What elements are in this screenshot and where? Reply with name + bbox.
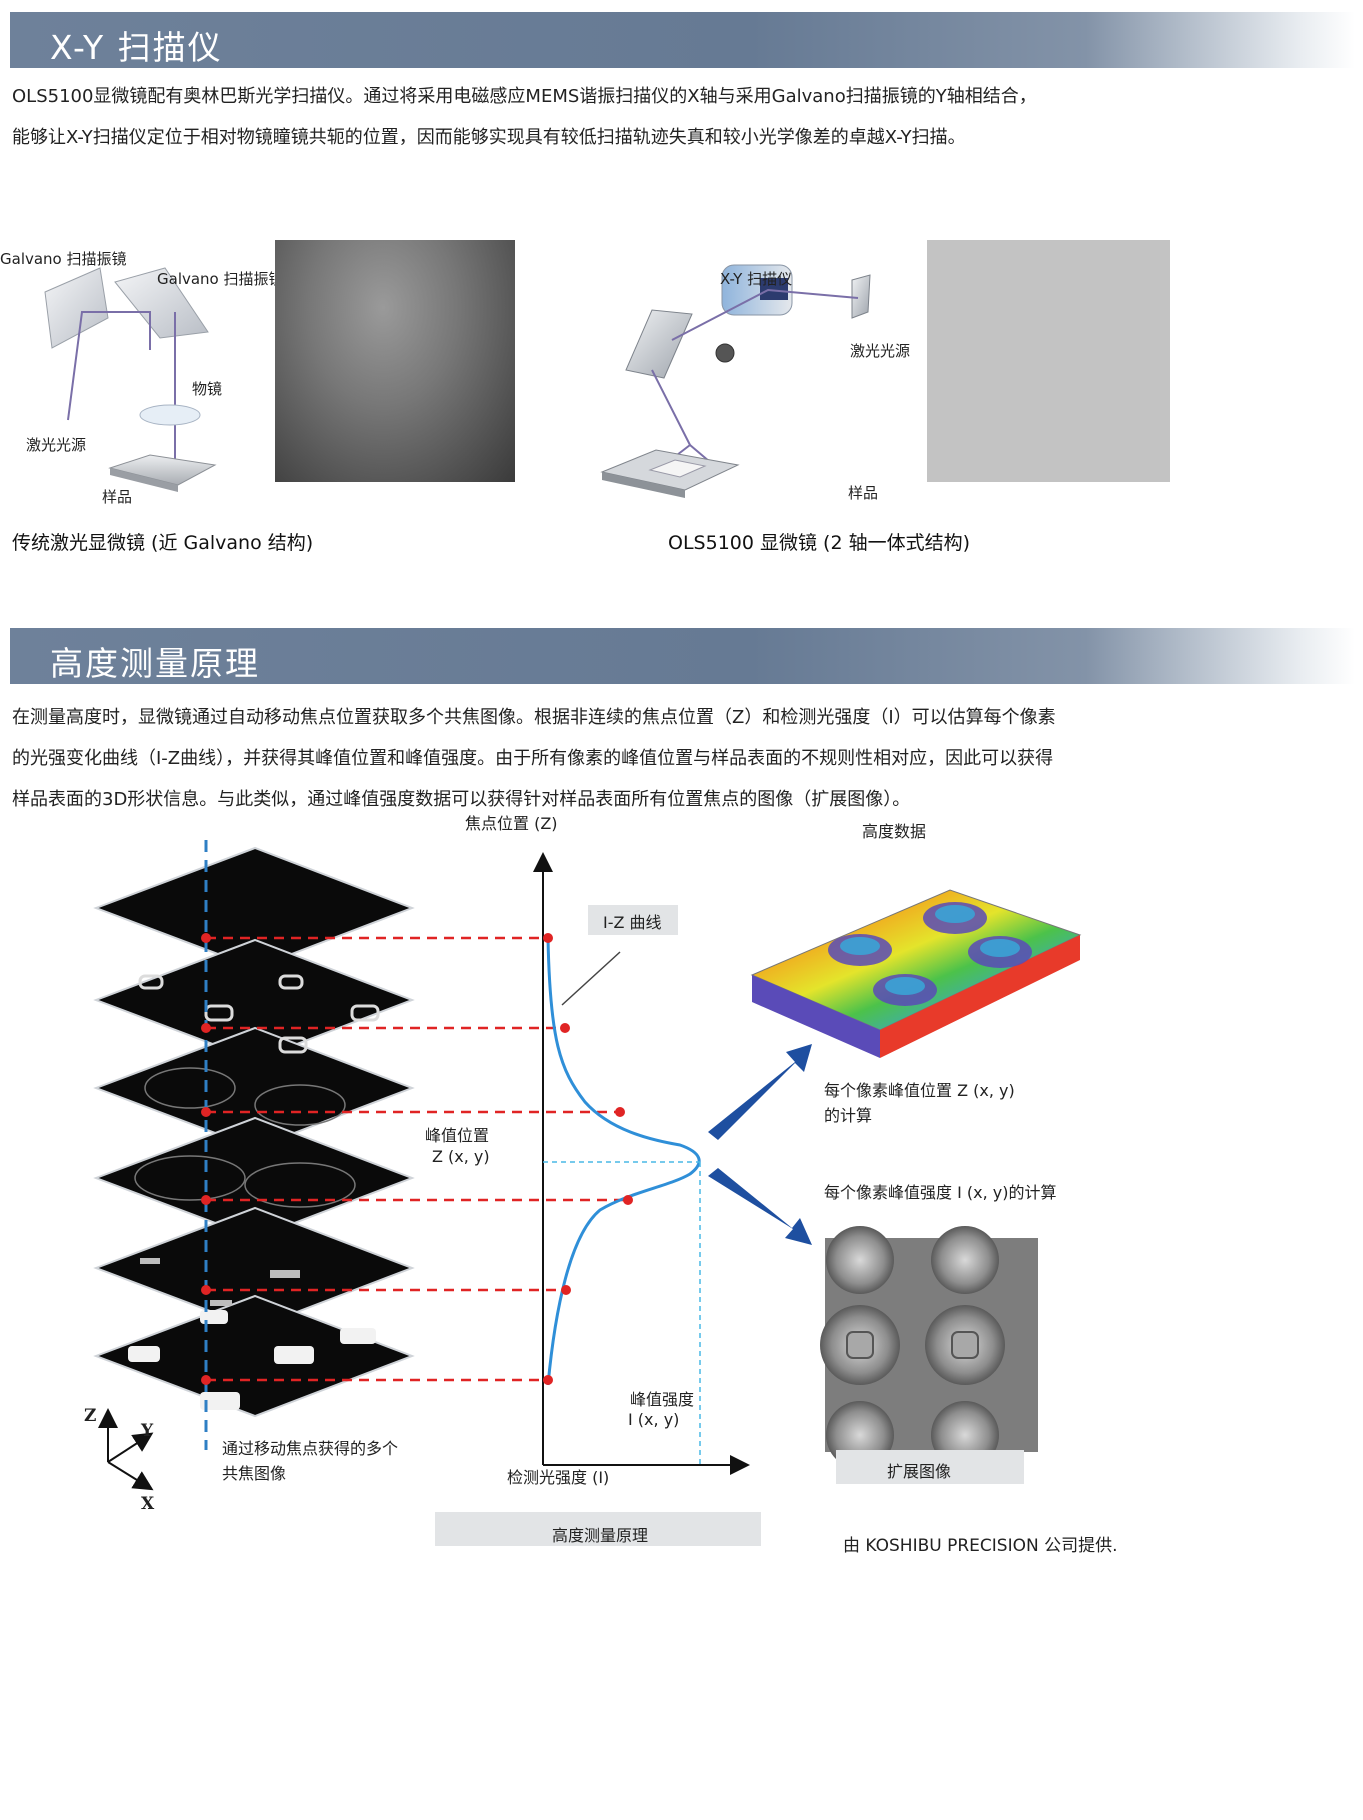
label-galvano-2: Galvano 扫描振镜 xyxy=(157,270,284,288)
height-measurement-figure xyxy=(93,840,1082,1546)
iz-leader-line xyxy=(561,951,621,1006)
iz-label-box xyxy=(588,905,678,935)
paragraph-line: 样品表面的3D形状信息。与此类似，通过峰值强度数据可以获得针对样品表面所有位置焦… xyxy=(12,789,911,810)
stack-caption-line1: 通过移动焦点获得的多个 xyxy=(222,1439,399,1458)
axis-y-letter: Y xyxy=(141,1421,154,1441)
caption-traditional: 传统激光显微镜 (近 Galvano 结构) xyxy=(12,532,314,554)
traditional-scanner-diagram xyxy=(44,267,217,492)
galvano-mirror-2 xyxy=(114,267,209,339)
arrow-to-extended-image xyxy=(708,1168,812,1245)
iz-curve-label: I-Z 曲线 xyxy=(603,913,662,932)
i-axis-label: 检测光强度 (I) xyxy=(507,1468,610,1487)
section-title: 高度测量原理 xyxy=(50,644,260,683)
result-arrows xyxy=(708,1044,812,1245)
sample-stage xyxy=(108,454,217,486)
label-laser-ols: 激光光源 xyxy=(850,342,911,360)
peak-position-label: 峰值位置 xyxy=(425,1126,490,1145)
extended-image-label-box xyxy=(836,1450,1024,1484)
height-data-3d-image xyxy=(750,889,1082,1058)
ols-scan-image xyxy=(927,240,1170,482)
extended-image-label: 扩展图像 xyxy=(887,1462,952,1481)
xy-scanner-unit xyxy=(721,264,793,316)
peak-intensity-value: I (x, y) xyxy=(628,1410,680,1429)
curve-point-dot xyxy=(623,1195,633,1205)
iz-curve xyxy=(546,937,701,1386)
curve-point-dot xyxy=(615,1107,625,1117)
focus-point-dot xyxy=(201,1195,211,1205)
figure-caption: 高度测量原理 xyxy=(552,1526,649,1545)
focus-point-dot xyxy=(201,933,211,943)
xy-scanner-mirror xyxy=(625,309,693,379)
caption-ols: OLS5100 显微镜 (2 轴一体式结构) xyxy=(668,532,970,554)
peak-position-value: Z (x, y) xyxy=(432,1147,490,1166)
traditional-scan-image xyxy=(275,240,515,482)
label-laser: 激光光源 xyxy=(26,436,87,454)
stack-caption-line2: 共焦图像 xyxy=(222,1464,287,1483)
laser-source-icon xyxy=(715,343,735,363)
axis-x-letter: X xyxy=(141,1494,155,1514)
label-objective: 物镜 xyxy=(192,380,223,398)
xyz-axes-icon xyxy=(98,1408,154,1491)
section-title: X-Y 扫描仪 xyxy=(50,28,223,67)
focus-point-dot xyxy=(201,1107,211,1117)
paragraph-line: 的光强变化曲线（I-Z曲线），并获得其峰值位置和峰值强度。由于所有像素的峰值位置… xyxy=(12,748,1054,769)
peak-intensity-label: 峰值强度 xyxy=(630,1390,695,1409)
focus-point-dot xyxy=(201,1023,211,1033)
curve-point-dot xyxy=(543,933,553,943)
curve-point-dot xyxy=(561,1285,571,1295)
label-galvano-1: Galvano 扫描振镜 xyxy=(0,250,127,268)
focus-level-lines xyxy=(206,936,628,1382)
focus-point-dot xyxy=(201,1375,211,1385)
intro-paragraph: OLS5100显微镜配有奥林巴斯光学扫描仪。通过将采用电磁感应MEMS谐振扫描仪… xyxy=(12,76,1037,158)
calc-position-line2: 的计算 xyxy=(824,1106,873,1125)
height-data-label: 高度数据 xyxy=(862,822,927,841)
credit-text: 由 KOSHIBU PRECISION 公司提供. xyxy=(843,1536,1118,1556)
curve-point-dot xyxy=(543,1375,553,1385)
confocal-plane xyxy=(93,1206,415,1330)
focus-point-dot xyxy=(201,1285,211,1295)
paragraph-line: 在测量高度时，显微镜通过自动移动焦点位置获取多个共焦图像。根据非连续的焦点位置（… xyxy=(12,707,1056,728)
side-mirror xyxy=(851,274,871,319)
galvano-mirror-1 xyxy=(44,267,109,349)
curve-point-dot xyxy=(560,1023,570,1033)
objective-lens xyxy=(139,404,201,426)
ols-scanner-diagram xyxy=(600,264,871,498)
paragraph-line: OLS5100显微镜配有奥林巴斯光学扫描仪。通过将采用电磁感应MEMS谐振扫描仪… xyxy=(12,86,1037,107)
calc-position-line1: 每个像素峰值位置 Z (x, y) xyxy=(824,1081,1015,1100)
confocal-image-stack xyxy=(93,846,415,1418)
axis-z-letter: Z xyxy=(84,1406,97,1426)
extended-image xyxy=(820,1226,1038,1469)
calc-intensity-label: 每个像素峰值强度 I (x, y)的计算 xyxy=(824,1183,1057,1202)
paragraph-line: 能够让X-Y扫描仪定位于相对物镜瞳镜共轭的位置，因而能够实现具有较低扫描轨迹失真… xyxy=(12,127,966,148)
label-xy-scanner: X-Y 扫描仪 xyxy=(720,270,793,288)
figure-caption-box xyxy=(435,1512,761,1546)
confocal-plane xyxy=(93,1116,415,1240)
confocal-plane xyxy=(93,938,415,1062)
section-banner-xy: X-Y 扫描仪 xyxy=(10,12,1355,68)
label-sample-ols: 样品 xyxy=(848,484,879,502)
arrow-to-height-data xyxy=(708,1044,812,1140)
z-axis-label: 焦点位置 (Z) xyxy=(465,814,558,833)
label-sample: 样品 xyxy=(102,488,133,506)
height-paragraph: 在测量高度时，显微镜通过自动移动焦点位置获取多个共焦图像。根据非连续的焦点位置（… xyxy=(12,697,1056,820)
section-banner-height: 高度测量原理 xyxy=(10,628,1355,684)
